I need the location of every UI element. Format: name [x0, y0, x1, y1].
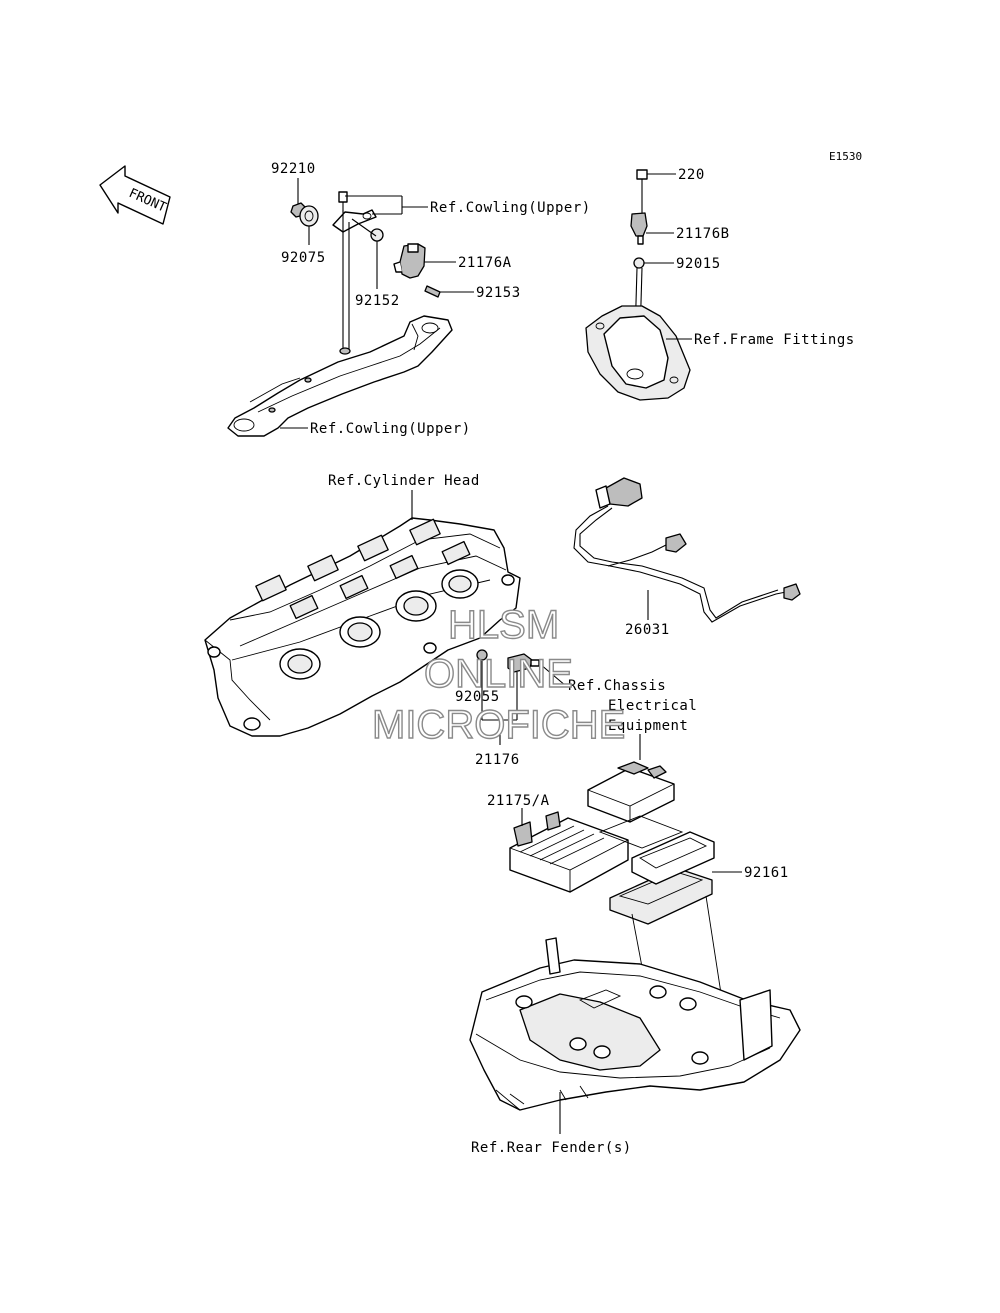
label-ref-cylinder-head: Ref.Cylinder Head [328, 473, 480, 489]
label-21175A: 21175/A [487, 793, 550, 809]
label-26031: 26031 [625, 622, 670, 638]
label-21176A: 21176A [458, 255, 512, 271]
label-21176: 21176 [475, 752, 520, 768]
label-21176B: 21176B [676, 226, 730, 242]
label-ref-chassis-2: Electrical [608, 698, 697, 714]
watermark: HLSM ONLINE MICROFICHE [371, 602, 626, 747]
label-ref-rear-fender: Ref.Rear Fender(s) [471, 1140, 632, 1156]
front-arrow-icon: FRONT [99, 165, 171, 225]
label-92161: 92161 [744, 865, 789, 881]
chassis-electrical-module [587, 761, 675, 823]
label-ref-cowling-upper-bottom: Ref.Cowling(Upper) [310, 421, 471, 437]
watermark-line-2: ONLINE [424, 652, 573, 696]
label-92015: 92015 [676, 256, 721, 272]
diagram-code: E1530 [829, 150, 862, 163]
label-ref-frame-fittings: Ref.Frame Fittings [694, 332, 855, 348]
label-92210: 92210 [271, 161, 316, 177]
label-ref-chassis-1: Ref.Chassis [568, 678, 666, 694]
watermark-line-3: MICROFICHE [372, 703, 625, 747]
upper-bracket-assembly [227, 191, 453, 437]
harness-26031 [573, 477, 801, 623]
label-92055: 92055 [455, 689, 500, 705]
bracket-92161 [609, 831, 715, 925]
frame-fitting-assembly [585, 169, 691, 401]
label-220: 220 [678, 167, 705, 183]
washer-92055 [476, 649, 488, 661]
ecu-21175A [509, 811, 629, 893]
watermark-line-1: HLSM [448, 603, 559, 647]
label-92152: 92152 [355, 293, 400, 309]
label-92075: 92075 [281, 250, 326, 266]
label-92153: 92153 [476, 285, 521, 301]
rear-fender-tray [469, 937, 801, 1111]
label-ref-chassis-3: Equipment [608, 718, 688, 734]
sensor-21176 [507, 653, 540, 673]
label-ref-cowling-upper-top: Ref.Cowling(Upper) [430, 200, 591, 216]
cylinder-head [204, 517, 521, 737]
